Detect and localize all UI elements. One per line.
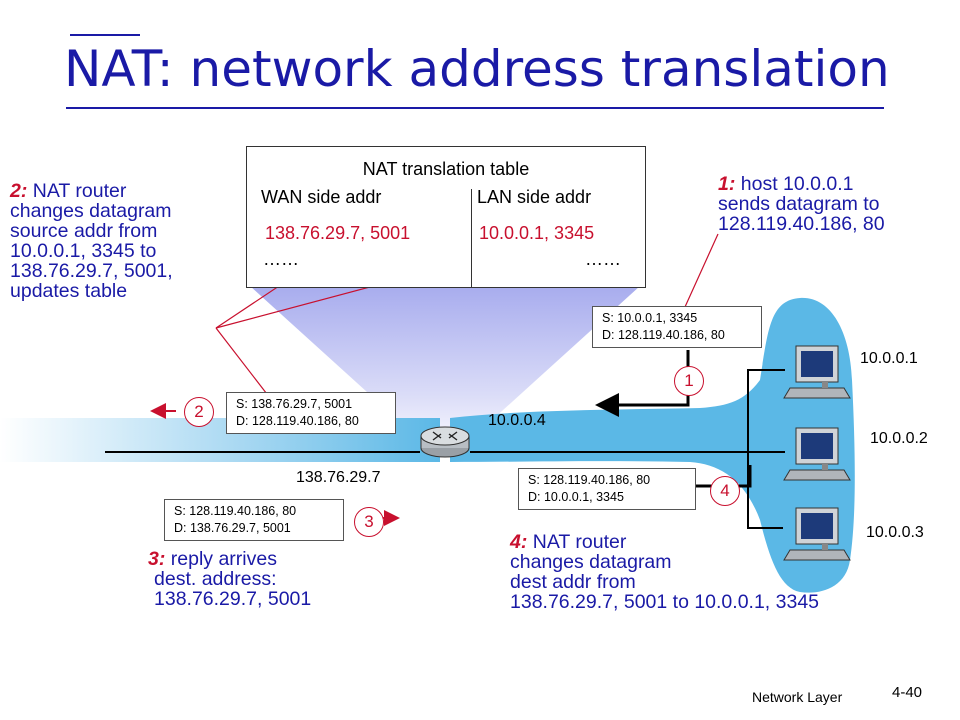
host2-address: 10.0.0.2 [870, 430, 928, 447]
router-wan-address: 138.76.29.7 [296, 469, 381, 486]
router-icon [420, 426, 470, 458]
table-caption: NAT translation table [362, 159, 530, 179]
datagram-1: S: 10.0.0.1, 3345 D: 128.119.40.186, 80 [592, 306, 762, 348]
datagram-2-src: S: 138.76.29.7, 5001 [236, 397, 353, 411]
datagram-3: S: 128.119.40.186, 80 D: 138.76.29.7, 50… [164, 499, 344, 541]
step3-marker: 3 [354, 507, 384, 537]
host-computer-icon [783, 427, 851, 481]
host-computer-icon [783, 345, 851, 399]
footer-page: 4-40 [892, 684, 923, 701]
lan-backbone [700, 369, 785, 453]
table-beam [250, 286, 640, 440]
step4-marker: 4 [710, 476, 740, 506]
datagram-4-src: S: 128.119.40.186, 80 [528, 473, 651, 487]
lan-backbone-2 [747, 452, 783, 529]
page-title: NAT: network address translation [64, 40, 890, 98]
wan-more: …… [263, 249, 299, 269]
step4-note: 4: NAT router changes datagram dest addr… [510, 531, 820, 613]
nat-translation-table: NAT translation table WAN side addr LAN … [246, 146, 646, 288]
step1-note: 1: host 10.0.0.1 sends datagram to 128.1… [718, 173, 885, 235]
step2-pointer-down [215, 327, 271, 399]
router-lan-address: 10.0.0.4 [488, 412, 546, 429]
host3-address: 10.0.0.3 [866, 524, 924, 541]
footer-section: Network Layer [752, 689, 843, 705]
datagram-4: S: 128.119.40.186, 80 D: 10.0.0.1, 3345 [518, 468, 696, 510]
step1-pointer [679, 233, 719, 319]
datagram-1-src: S: 10.0.0.1, 3345 [602, 311, 698, 325]
lan-cloud [450, 297, 855, 593]
datagram-3-src: S: 128.119.40.186, 80 [174, 504, 297, 518]
host-computer-icon [783, 507, 851, 561]
lan-header: LAN side addr [477, 187, 592, 207]
lan-entry: 10.0.0.1, 3345 [479, 223, 595, 243]
datagram-2: S: 138.76.29.7, 5001 D: 128.119.40.186, … [226, 392, 396, 434]
datagram-4-dst: D: 10.0.0.1, 3345 [528, 490, 624, 504]
step2-note: 2: NAT router changes datagram source ad… [10, 180, 173, 302]
host1-address: 10.0.0.1 [860, 350, 918, 367]
datagram-2-dst: D: 128.119.40.186, 80 [236, 414, 359, 428]
step1-marker: 1 [674, 366, 704, 396]
lan-more: …… [585, 249, 621, 269]
datagram-3-dst: D: 138.76.29.7, 5001 [174, 521, 291, 535]
table-divider [471, 189, 472, 287]
step2-marker: 2 [184, 397, 214, 427]
datagram-1-dst: D: 128.119.40.186, 80 [602, 328, 725, 342]
wan-header: WAN side addr [261, 187, 382, 207]
wan-entry: 138.76.29.7, 5001 [265, 223, 411, 243]
step3-note: 3: reply arrives dest. address: 138.76.2… [148, 548, 312, 610]
